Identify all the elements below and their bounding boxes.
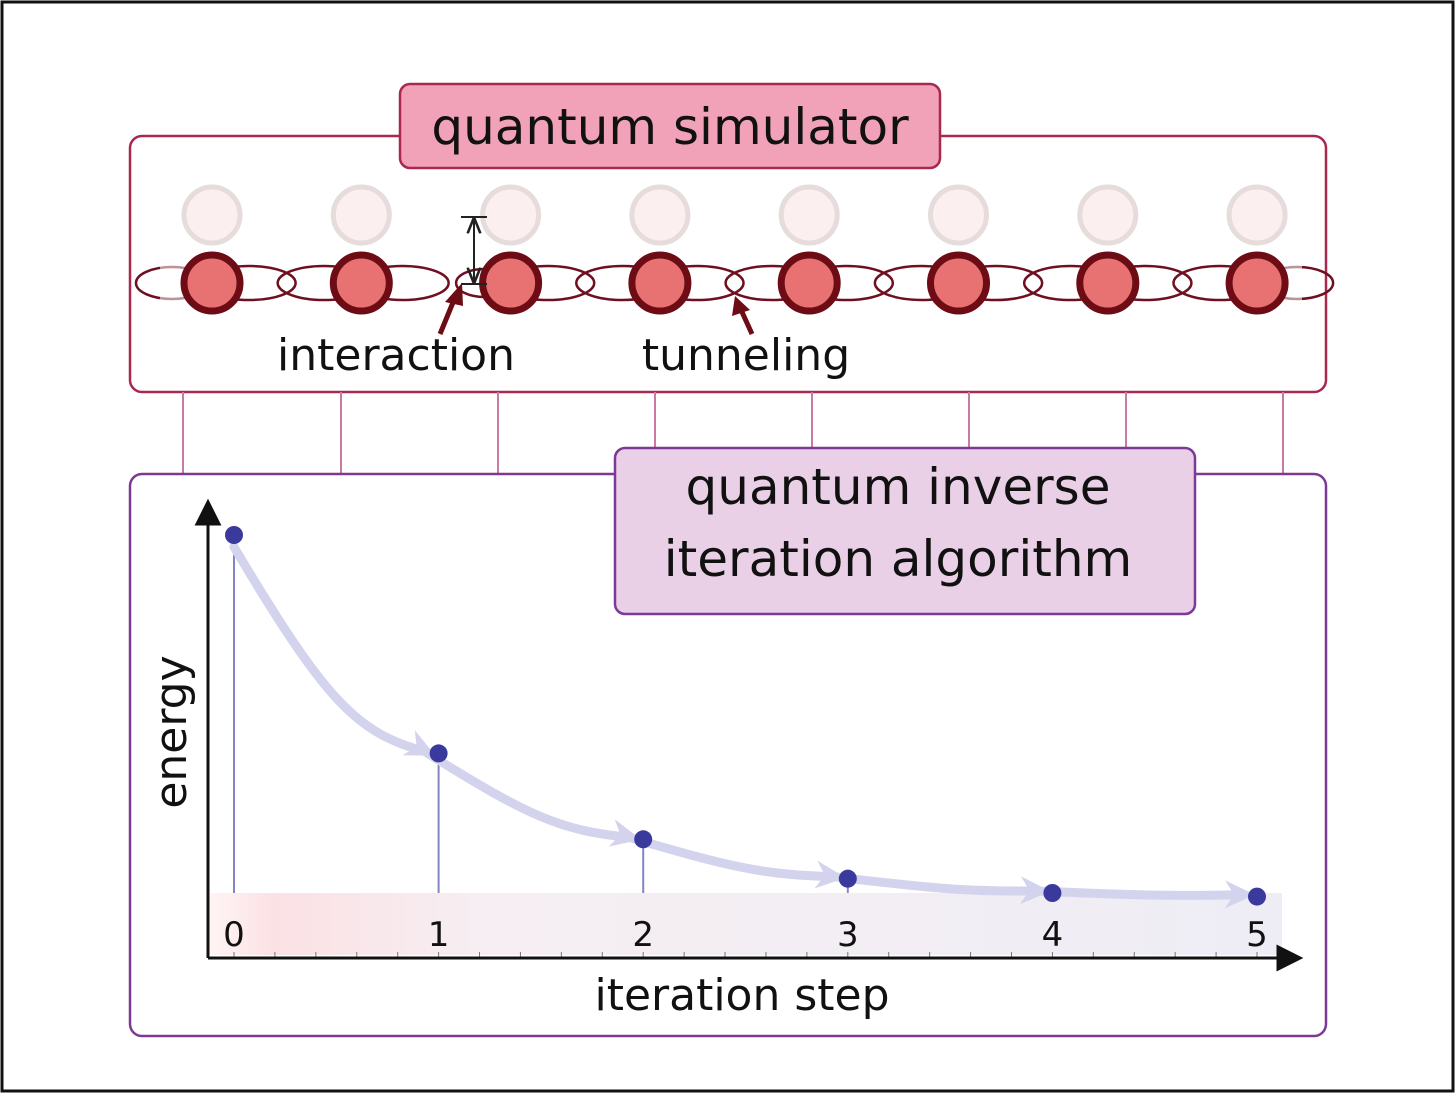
atom xyxy=(927,251,990,315)
x-tick-label: 1 xyxy=(428,915,450,955)
energy-point xyxy=(1248,887,1266,906)
convergence-trend xyxy=(229,542,1248,900)
ghost-site xyxy=(1226,184,1288,246)
atom xyxy=(1076,251,1140,315)
occupied-sites xyxy=(180,251,1289,315)
convergence-arrows xyxy=(402,730,1255,909)
simulator-title-box xyxy=(398,82,942,170)
y-axis-label: energy xyxy=(146,655,197,808)
x-tick-label: 3 xyxy=(837,915,859,955)
energy-points xyxy=(225,526,1266,906)
energy-chart: 0 1 2 3 4 5 iteration step energy xyxy=(146,498,1304,1021)
energy-point xyxy=(225,526,243,544)
atom xyxy=(479,251,543,315)
trend-arrowhead xyxy=(402,730,436,756)
simulator-title: quantum simulator xyxy=(398,82,942,170)
x-tick-labels: 0 1 2 3 4 5 xyxy=(223,915,1268,955)
energy-point xyxy=(429,744,448,763)
trend-arrowhead xyxy=(608,819,641,847)
trend-arrowhead xyxy=(1224,880,1255,909)
atom xyxy=(1225,251,1289,315)
ground-state-band xyxy=(210,893,1282,955)
algorithm-title-box xyxy=(613,446,1197,616)
energy-point xyxy=(1043,884,1062,902)
algorithm-title-line1: quantum inverse xyxy=(686,458,1111,516)
atom xyxy=(329,251,393,315)
interaction-pointer-arrow xyxy=(437,283,463,335)
energy-point xyxy=(634,830,653,849)
atom xyxy=(180,251,244,315)
algorithm-title-line2: iteration algorithm xyxy=(664,530,1132,588)
x-tick-label: 5 xyxy=(1246,915,1268,955)
x-axis-label: iteration step xyxy=(594,970,889,1021)
x-tick-label: 0 xyxy=(223,915,245,955)
upper-level-sites xyxy=(181,184,1288,246)
simulator-panel: interaction tunneling xyxy=(128,134,1335,394)
tunneling-pointer-arrow xyxy=(732,296,755,336)
ghost-site xyxy=(1077,184,1139,246)
x-tick-label: 2 xyxy=(632,915,654,955)
x-tick-label: 4 xyxy=(1042,915,1064,955)
ghost-site xyxy=(480,184,542,246)
algorithm-title: quantum inverse iteration algorithm xyxy=(613,446,1197,616)
energy-point xyxy=(838,869,857,888)
simulator-title-text: quantum simulator xyxy=(431,98,909,156)
trend-arrowhead xyxy=(1019,876,1051,905)
interaction-energy-marker xyxy=(461,216,487,285)
ghost-site xyxy=(629,184,691,246)
ghost-site xyxy=(928,184,989,246)
ghost-site xyxy=(778,184,840,246)
atom xyxy=(628,251,692,315)
tunneling-label: tunneling xyxy=(642,330,850,381)
ghost-site xyxy=(181,184,243,246)
interaction-label: interaction xyxy=(277,330,515,381)
atom xyxy=(777,251,841,315)
ghost-site xyxy=(330,184,392,246)
trend-arrowhead xyxy=(814,860,846,889)
